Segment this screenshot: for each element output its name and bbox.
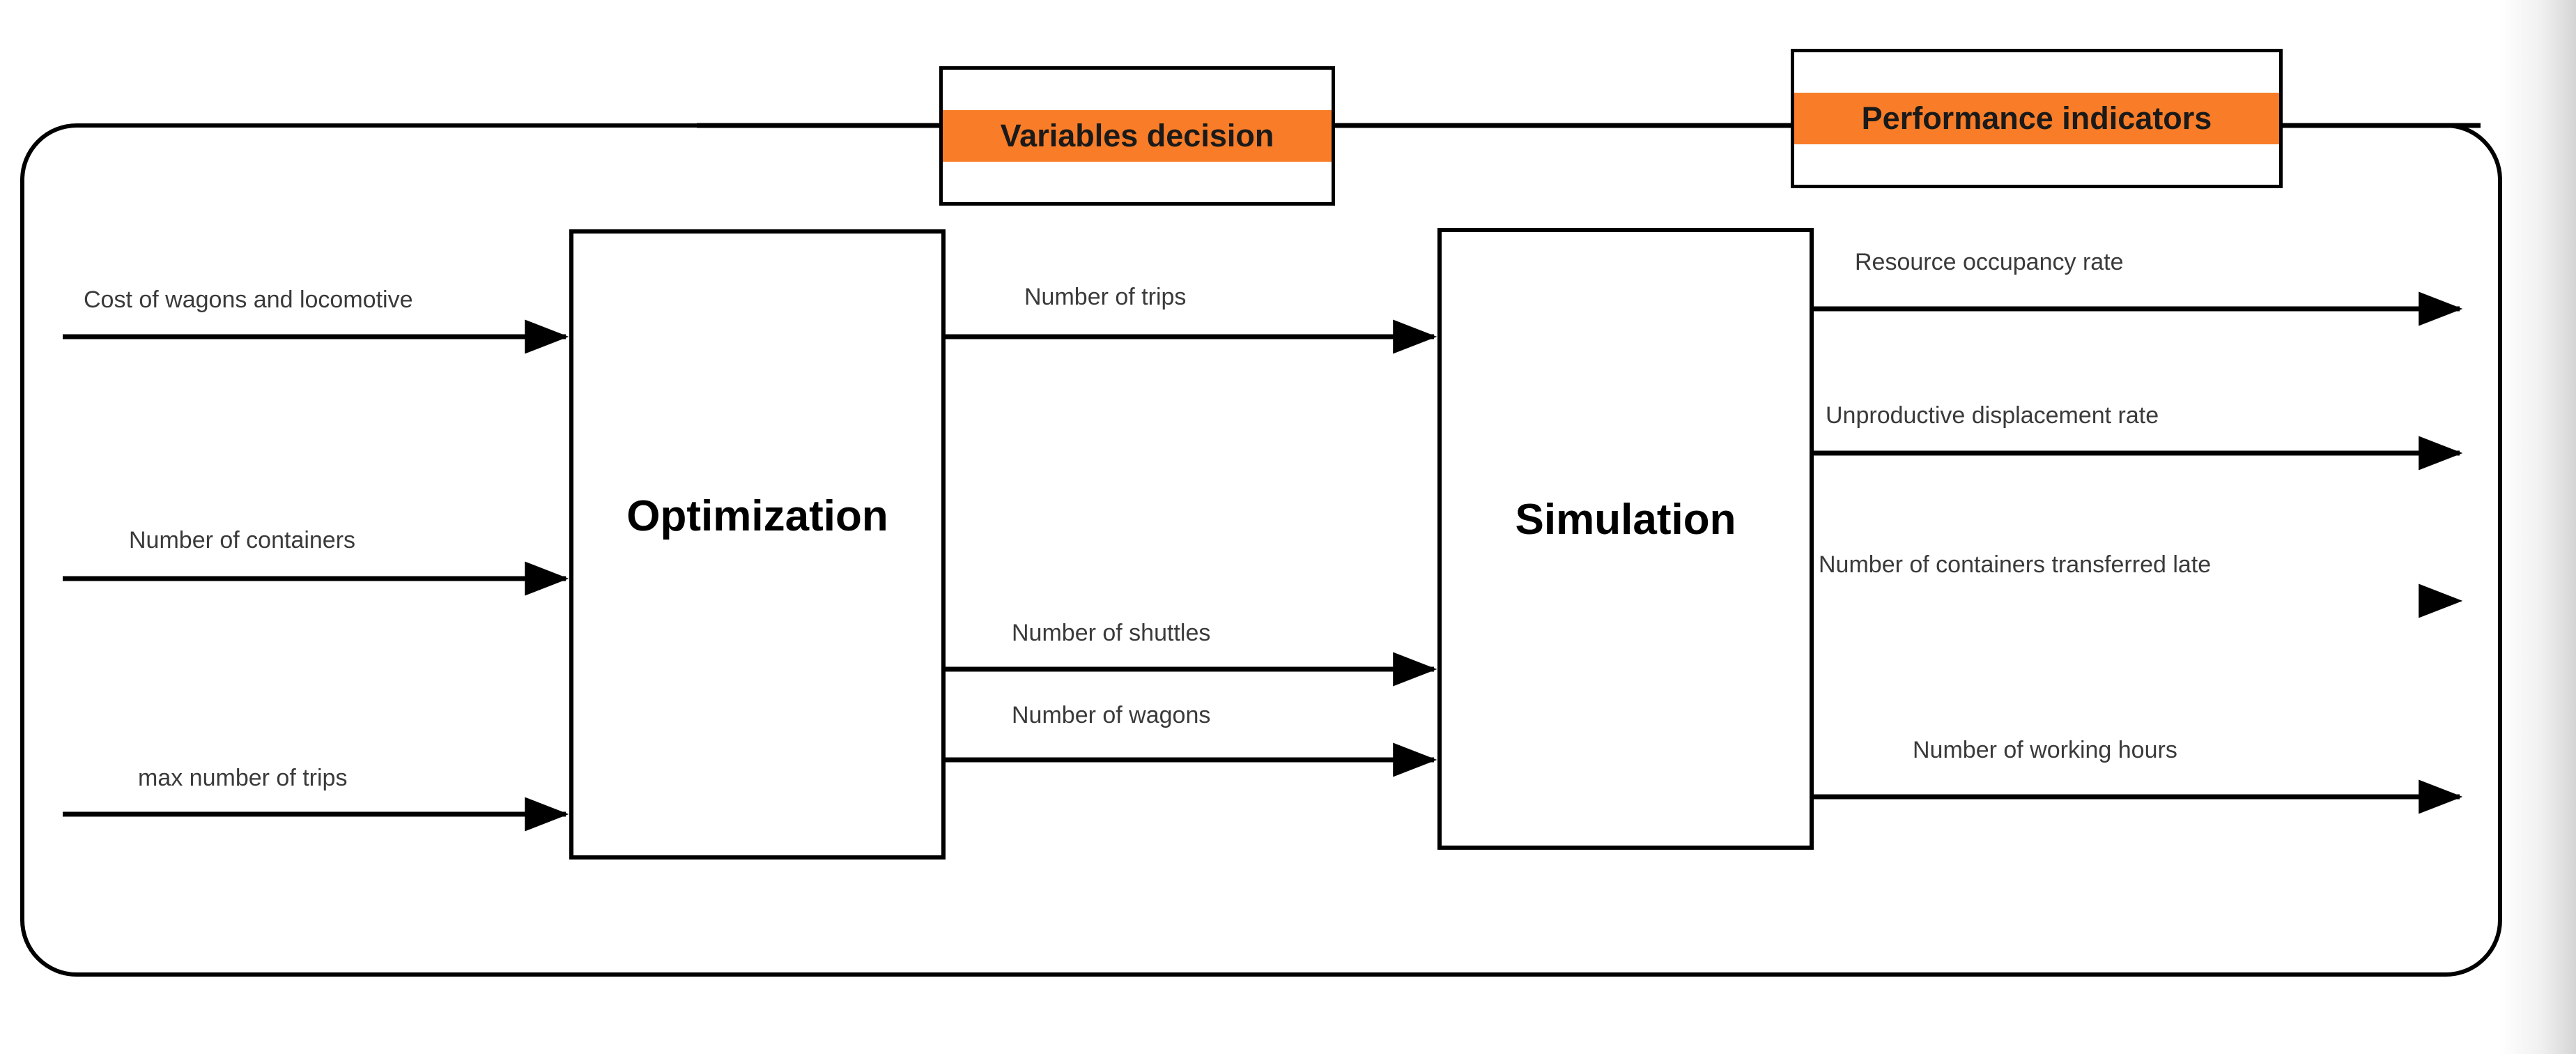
system-boundary: [20, 123, 2502, 977]
performance-indicator-label-unproductive-displacement-rate: Unproductive displacement rate: [1826, 402, 2159, 429]
simulation-block[interactable]: [1437, 228, 1814, 850]
banner-performance-indicators-label: Performance indicators: [1794, 92, 2279, 145]
optimization-block[interactable]: [569, 229, 946, 860]
banner-variables-decision[interactable]: Variables decision: [939, 66, 1335, 206]
decision-variable-label-number-of-trips: Number of trips: [1024, 284, 1187, 310]
input-label-number-of-containers: Number of containers: [129, 527, 356, 553]
performance-indicator-label-resource-occupancy-rate: Resource occupancy rate: [1855, 249, 2124, 275]
performance-indicator-label-number-of-working-hours: Number of working hours: [1913, 737, 2177, 763]
decision-variable-label-number-of-shuttles: Number of shuttles: [1012, 620, 1211, 646]
performance-indicator-label-number-of-containers-transferred-late: Number of containers transferred late: [1819, 551, 2212, 578]
input-label-cost-of-wagons-and-locomotive: Cost of wagons and locomotive: [84, 287, 413, 313]
banner-variables-decision-label: Variables decision: [943, 109, 1332, 162]
simulation-block-label: Simulation: [1515, 496, 1736, 544]
decision-variable-label-number-of-wagons: Number of wagons: [1012, 702, 1211, 728]
banner-performance-indicators[interactable]: Performance indicators: [1791, 49, 2283, 188]
optimization-block-label: Optimization: [626, 492, 888, 540]
input-label-max-number-of-trips: max number of trips: [138, 765, 348, 791]
